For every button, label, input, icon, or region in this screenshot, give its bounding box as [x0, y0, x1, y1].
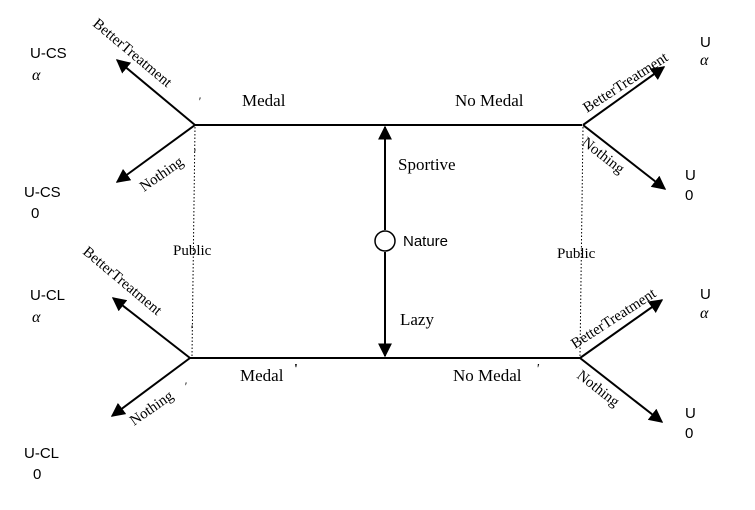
medal-lazy-prime: ' [294, 362, 298, 377]
payoff-sportive-nomedal-nothing: U [685, 167, 696, 184]
sportive-nomedal-nothing-edge [582, 124, 667, 190]
better-treatment-prime-lt: ' [198, 94, 201, 108]
lazy-nomedal-better-edge [579, 299, 664, 359]
medal-label: Medal [242, 91, 286, 110]
public-info-set-right [579, 126, 584, 357]
lazy-medal-nothing-edge [110, 357, 191, 417]
payoff-lazy-nomedal-nothing-zero: 0 [685, 425, 693, 442]
payoff-lazy-medal-nothing: U-CL [24, 445, 59, 462]
nothing-label-lb: Nothing [127, 388, 177, 430]
payoff-sportive-nomedal-better: U [700, 34, 711, 51]
nothing-prime-lt: ' [193, 146, 196, 160]
sportive-nomedal-better-edge [582, 66, 666, 126]
payoff-lazy-nomedal-better: U [700, 286, 711, 303]
sportive-medal-nothing-edge [115, 124, 196, 183]
payoff-lazy-medal-nothing-zero: 0 [33, 466, 41, 483]
nothing-prime-lb: ' [184, 379, 187, 393]
no-medal-label: No Medal [455, 91, 524, 110]
payoff-sportive-medal-nothing: U-CS [24, 184, 61, 201]
nature-label: Nature [403, 233, 448, 250]
payoff-lazy-medal-better-alpha: α [32, 309, 41, 326]
better-treatment-prime-lb: ' [190, 322, 193, 336]
lazy-medal-better-edge [111, 297, 191, 359]
payoff-lazy-nomedal-nothing: U [685, 405, 696, 422]
payoff-sportive-nomedal-nothing-zero: 0 [685, 187, 693, 204]
payoff-sportive-medal-nothing-zero: 0 [31, 205, 39, 222]
public-label-left: Public [173, 243, 212, 259]
nothing-label-lt: Nothing [137, 154, 187, 196]
better-treatment-label-rb: BetterTreatment [568, 285, 659, 352]
payoff-sportive-medal-better-alpha: α [32, 67, 41, 84]
no-medal-lazy-prime: ' [536, 362, 540, 377]
nothing-label-rb: Nothing [574, 368, 623, 411]
no-medal-lazy-label: No Medal [453, 366, 522, 385]
sportive-label: Sportive [398, 155, 456, 174]
payoff-lazy-medal-better: U-CL [30, 287, 65, 304]
lazy-nomedal-nothing-edge [579, 357, 664, 423]
lazy-label: Lazy [400, 310, 434, 329]
payoff-lazy-nomedal-better-alpha: α [700, 305, 709, 322]
payoff-sportive-nomedal-better-alpha: α [700, 52, 709, 69]
payoff-sportive-medal-better: U-CS [30, 45, 67, 62]
public-label-right: Public [557, 246, 596, 262]
better-treatment-label-lb: BetterTreatment [79, 244, 165, 320]
medal-lazy-label: Medal [240, 366, 284, 385]
sportive-medal-better-edge [115, 59, 196, 126]
better-treatment-label-lt: BetterTreatment [89, 16, 175, 92]
better-treatment-label-rt: BetterTreatment [580, 49, 671, 116]
nature-node [374, 230, 396, 252]
